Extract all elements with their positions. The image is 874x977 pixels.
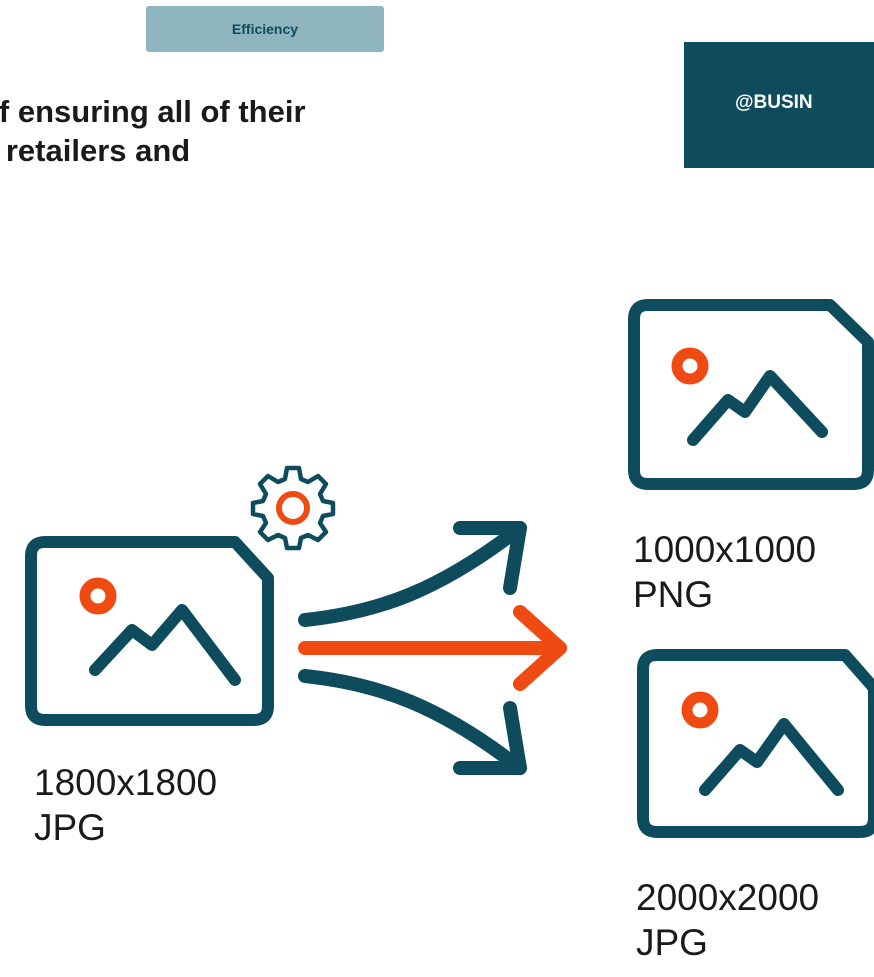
- source-format: JPG: [34, 807, 106, 849]
- output-1-caption: 1000x1000 PNG: [633, 527, 816, 617]
- source-image-icon: [25, 536, 274, 726]
- arrow-down: [298, 669, 527, 775]
- output-2-format: JPG: [636, 922, 708, 964]
- output-image-2-icon: [637, 649, 874, 838]
- arrow-up-head: [453, 521, 527, 595]
- efficiency-tag: Efficiency: [146, 6, 384, 52]
- arrow-up: [298, 521, 527, 627]
- output-2-caption: 2000x2000 JPG: [636, 875, 819, 965]
- gear-icon: [250, 465, 336, 551]
- output-1-size: 1000x1000: [633, 529, 817, 570]
- arrow-middle-head: [513, 605, 567, 691]
- handle-banner: [684, 42, 874, 168]
- output-image-1-icon: [628, 299, 874, 490]
- output-2-size: 2000x2000: [636, 877, 820, 918]
- split-arrows: [298, 521, 567, 775]
- output-1-format: PNG: [633, 574, 714, 616]
- source-image-sun: [79, 577, 117, 615]
- arrow-down-head: [453, 701, 527, 775]
- output-image-1-sun: [671, 347, 709, 385]
- efficiency-tag-label: Efficiency: [231, 21, 299, 37]
- output-image-2-sun: [681, 691, 719, 729]
- headline-line-1: of ensuring all of their: [0, 94, 306, 129]
- headline-line-2: e retailers and: [0, 133, 191, 169]
- source-size: 1800x1800: [34, 762, 218, 803]
- handle-text: @BUSIN: [735, 92, 813, 113]
- headline: of ensuring all of their e retailers and: [0, 92, 518, 170]
- source-caption: 1800x1800 JPG: [34, 760, 217, 850]
